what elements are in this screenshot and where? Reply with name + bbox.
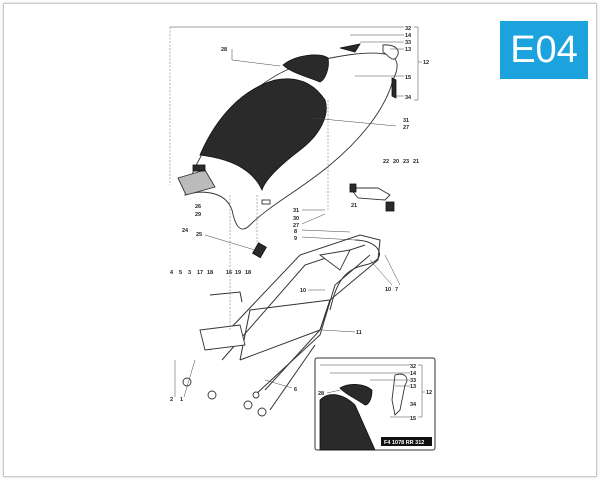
callout: 25 <box>196 232 202 238</box>
callout: 27 <box>293 223 299 229</box>
inset-callout: 33 <box>410 378 416 384</box>
callout: 17 <box>197 270 203 276</box>
inset-callout: 32 <box>410 364 416 370</box>
callout: 4 <box>170 270 174 276</box>
callout: 23 <box>403 159 409 165</box>
callout: 33 <box>405 40 411 46</box>
callout: 34 <box>405 95 412 101</box>
callout: 20 <box>393 159 399 165</box>
callout: 19 <box>235 270 241 276</box>
callout: 18 <box>207 270 213 276</box>
inset-callout: 34 <box>410 402 417 408</box>
callout: 6 <box>294 387 297 393</box>
callout: 24 <box>182 228 189 234</box>
callout: 22 <box>383 159 389 165</box>
callout: 21 <box>351 203 357 209</box>
callout: 16 <box>226 270 232 276</box>
inset-callout: 13 <box>410 384 416 390</box>
callout: 10 <box>300 288 306 294</box>
callout: 10 <box>385 287 391 293</box>
diagram-frame <box>3 3 597 477</box>
callout: 32 <box>405 26 411 32</box>
callout: 13 <box>405 47 411 53</box>
callout: 26 <box>195 204 201 210</box>
callout: 7 <box>395 287 398 293</box>
callout: 5 <box>179 270 182 276</box>
callout: 31 <box>293 208 299 214</box>
leader-lines <box>169 26 422 398</box>
seat-lock-bracket <box>349 183 395 212</box>
callout: 28 <box>221 47 227 53</box>
callout: 2 <box>170 397 173 403</box>
callout: 12 <box>423 60 429 66</box>
callout: 21 <box>413 159 419 165</box>
callout: 9 <box>294 236 297 242</box>
inset-detail: 32 14 33 13 12 28 34 15 F4 1078 RR 312 <box>314 357 436 451</box>
callout: 11 <box>356 330 362 336</box>
callout: 14 <box>405 33 412 39</box>
seat-assembly <box>177 43 399 259</box>
callout: 3 <box>188 270 191 276</box>
callout: 29 <box>195 212 201 218</box>
rear-subframe <box>182 234 381 417</box>
inset-callout: 28 <box>318 391 324 397</box>
callout: 27 <box>403 125 409 131</box>
callout-labels: 32 14 33 13 12 15 34 28 31 27 22 20 23 2… <box>170 26 429 403</box>
callout: 31 <box>403 118 409 124</box>
drawing-code: F4 1078 RR 312 <box>384 440 424 446</box>
callout: 15 <box>405 75 411 81</box>
callout: 18 <box>245 270 251 276</box>
section-code-badge: E04 <box>500 21 588 79</box>
callout: 30 <box>293 216 299 222</box>
inset-callout: 14 <box>410 371 417 377</box>
inset-callout: 12 <box>426 390 432 396</box>
callout: 1 <box>180 397 183 403</box>
inset-callout: 15 <box>410 416 416 422</box>
callout: 8 <box>294 229 297 235</box>
